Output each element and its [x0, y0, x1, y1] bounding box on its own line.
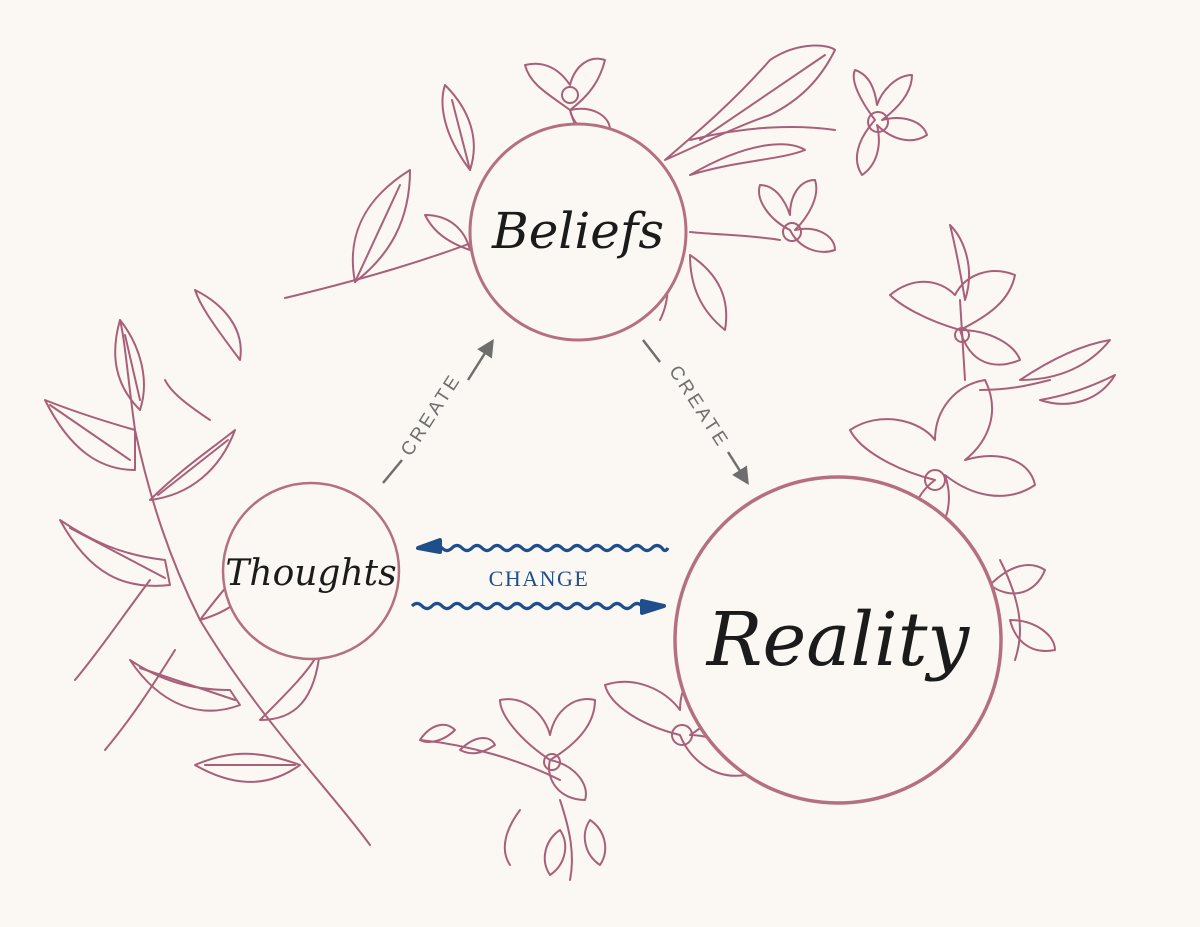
create-label-left: CREATE [397, 370, 466, 460]
node-thoughts: Thoughts [221, 481, 401, 661]
thoughts-label: Thoughts [225, 553, 396, 594]
node-beliefs: Beliefs [468, 122, 688, 342]
edge-beliefs-to-reality: CREATE [642, 339, 749, 485]
reality-label: Reality [705, 597, 971, 683]
change-arrowhead-right [640, 599, 666, 615]
reality-circle [673, 475, 1003, 805]
create-arrow-head [726, 451, 749, 485]
left-branch [44, 289, 371, 846]
node-reality: Reality [673, 475, 1003, 805]
beliefs-circle [468, 122, 688, 342]
beliefs-label: Beliefs [491, 202, 664, 260]
create-arrow-tail [642, 339, 661, 363]
change-arrowhead-left [416, 538, 442, 554]
edge-thoughts-to-beliefs: CREATE [382, 339, 494, 484]
edge-reality-thoughts: CHANGE [410, 538, 670, 615]
thoughts-circle [221, 481, 401, 661]
change-wave-top [430, 543, 670, 553]
change-label: CHANGE [489, 566, 590, 591]
create-label-right: CREATE [664, 362, 733, 452]
top-left-branch [284, 84, 501, 299]
botanical-decoration [44, 44, 1116, 881]
change-wave-bottom [410, 601, 652, 611]
create-arrow-head [466, 339, 494, 381]
create-arrow-tail [382, 459, 403, 484]
